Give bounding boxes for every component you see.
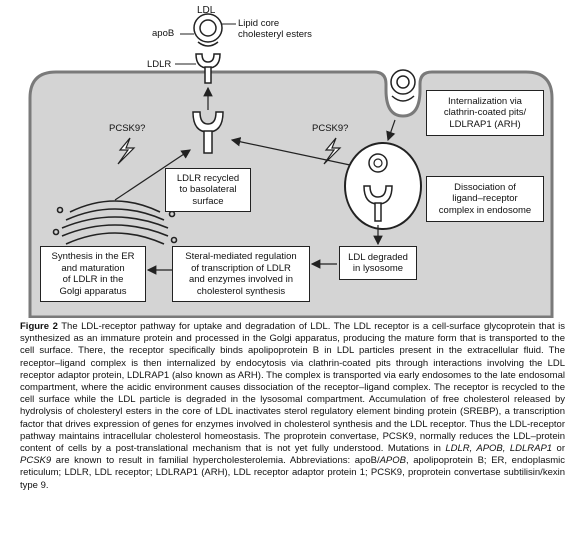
pathway-diagram [28,13,554,319]
arrow-golgi-to-surface [114,149,191,201]
arrow-endosome-to-recycle [230,137,351,166]
caption-text-3: are known to result in familial hypercho… [51,455,380,467]
figure-caption: Figure 2 The LDL-receptor pathway for up… [20,321,565,492]
pcsk9-right-bolt-icon [323,137,342,165]
cell-cytoplasm [28,70,554,319]
caption-text-2: or [552,443,565,455]
sterol-regulation-box: Steral-mediated regulation of transcript… [172,246,310,302]
caption-heading: Figure 2 [20,321,58,332]
synthesis-box: Synthesis in the ER and maturation of LD… [40,246,146,302]
apob-label: apoB [152,28,175,39]
pcsk9-left-bolt-icon [117,137,136,165]
ldl-particle-invaginated [390,69,416,102]
arrow-to-endosome [386,119,396,142]
caption-genes-2: PCSK9 [20,455,52,467]
ldl-degraded-box: LDL degraded in lysosome [339,246,417,280]
golgi-apparatus [52,200,178,245]
pcsk9-left-label: PCSK9? [109,123,146,134]
ldlr-surface-receptor [195,53,221,84]
lipid-core-label: Lipid core cholesteryl esters [238,18,312,40]
ldl-label: LDL [197,5,216,16]
ldlr-recycled-box: LDLR recycled to basolateral surface [165,168,251,212]
ldl-receptor-pathway-figure: LDL apoB Lipid core cholesteryl esters L… [28,5,554,319]
endosome [344,142,422,230]
caption-genes-3: APOB [379,455,406,467]
pcsk9-right-label: PCSK9? [312,123,349,134]
internalization-box: Internalization via clathrin-coated pits… [426,90,544,136]
caption-text-1: The LDL-receptor pathway for uptake and … [20,321,566,455]
ldlr-recycled-receptor [192,111,224,154]
caption-genes-1: LDLR, APOB, LDLRAP1 [445,443,553,455]
dissociation-box: Dissociation of ligand–receptor complex … [426,176,544,222]
caption-text-4: , apolipoprotein B; ER, endoplasmic reti… [20,455,566,491]
ldl-particle-top [193,13,223,47]
ldlr-label: LDLR [147,59,172,70]
